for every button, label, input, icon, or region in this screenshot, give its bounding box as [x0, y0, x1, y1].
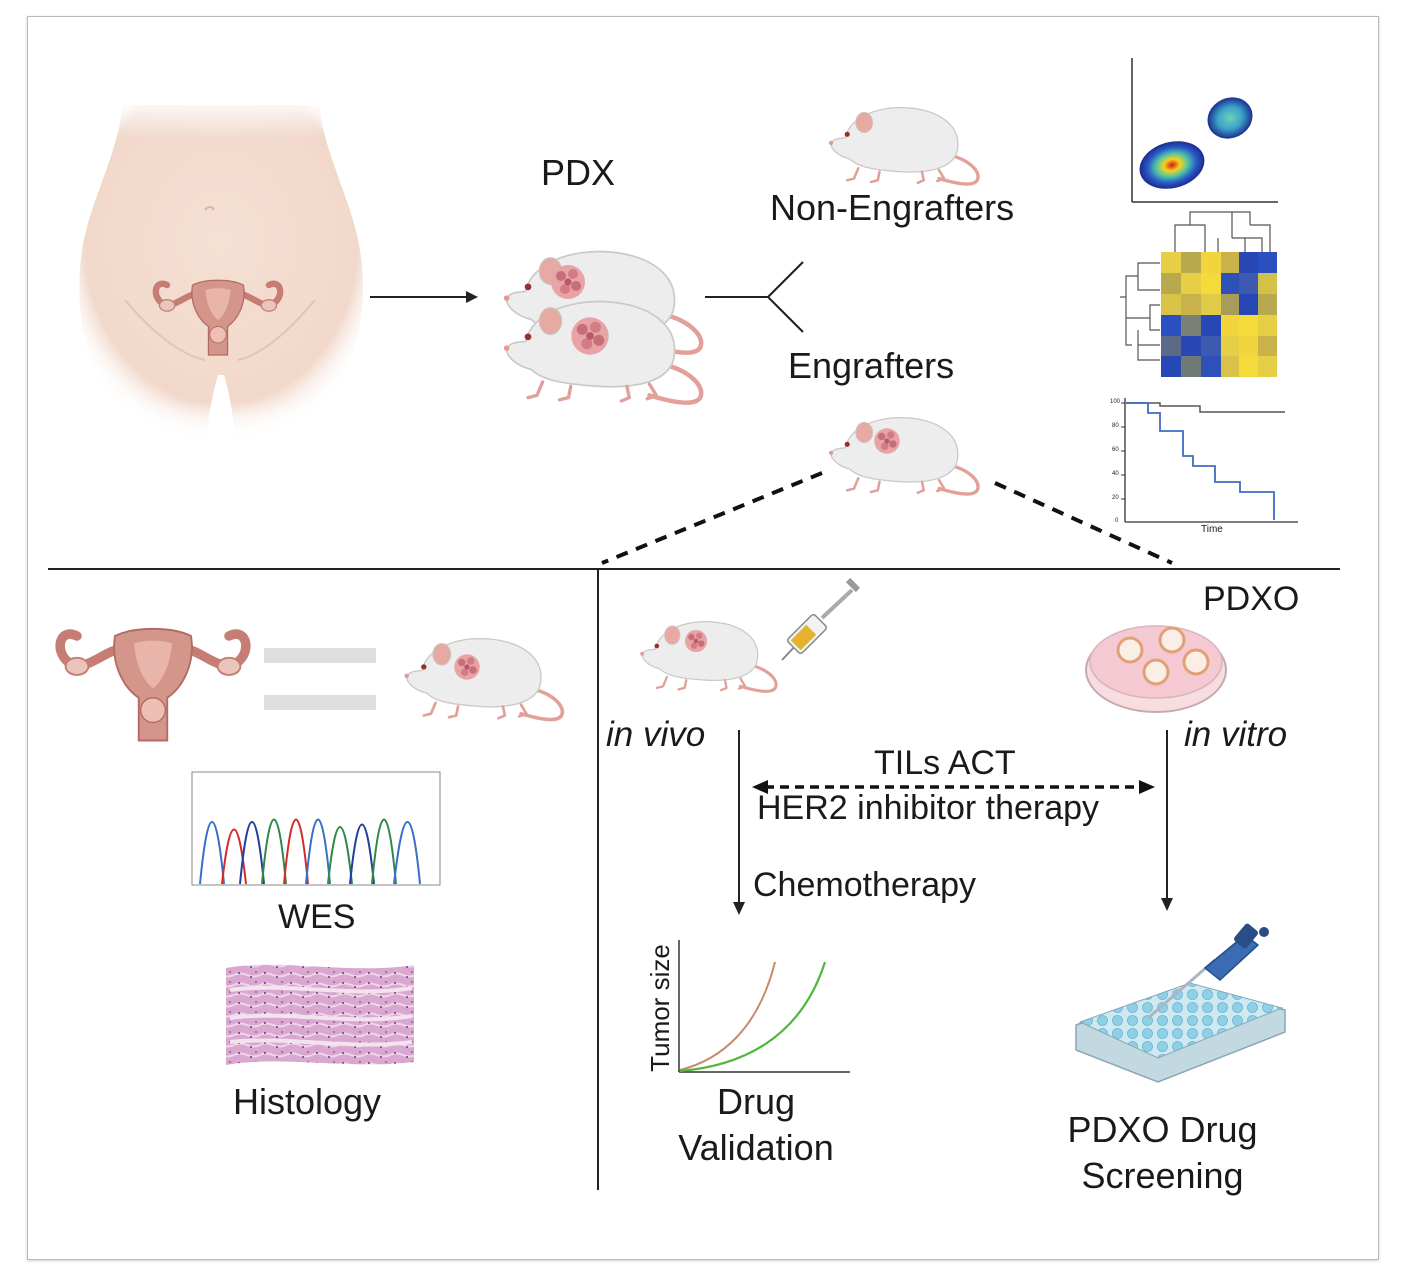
- therapy-double-arrow: [752, 780, 1155, 794]
- km-tick-20: 20: [1112, 495, 1119, 501]
- non-engrafters-label: Non-Engrafters: [770, 187, 1015, 228]
- pdxo-label: PDXO: [1203, 580, 1300, 618]
- survival-curve-icon: [1121, 398, 1298, 523]
- tumor-size-axis-label: Tumor size: [645, 944, 675, 1072]
- uterus-icon: [60, 629, 246, 741]
- equals-sign-icon: [264, 648, 376, 710]
- engrafter-dashed-lines: [601, 471, 1173, 565]
- engrafter-mouse-icon: [827, 415, 980, 496]
- pipette-plate-icon: [1075, 923, 1286, 1083]
- chemotherapy-label: Chemotherapy: [753, 866, 977, 904]
- sequencing-trace-icon: [191, 771, 441, 886]
- histology-tissue-icon: [226, 964, 414, 1065]
- heatmap-icon: [1120, 211, 1277, 377]
- drug-validation-line2: Validation: [678, 1127, 834, 1168]
- model-mouse-icon: [402, 636, 565, 722]
- patient-to-pdx-arrow: [370, 291, 478, 303]
- syringe-icon: [781, 577, 861, 661]
- in-vivo-label: in vivo: [606, 715, 706, 754]
- km-tick-100: 100: [1110, 399, 1121, 405]
- patient-torso-icon: [70, 95, 370, 455]
- pdx-label: PDX: [541, 152, 616, 193]
- wes-label: WES: [278, 898, 356, 936]
- in-vitro-down-arrow: [1161, 730, 1173, 911]
- tumor-growth-plot: [678, 940, 850, 1073]
- km-time-label: Time: [1201, 524, 1223, 535]
- in-vitro-label: in vitro: [1184, 715, 1288, 754]
- pdxo-screening-line1: PDXO Drug: [1067, 1109, 1258, 1150]
- petri-dish-icon: [1085, 625, 1227, 713]
- engrafters-label: Engrafters: [788, 345, 955, 386]
- km-tick-80: 80: [1112, 423, 1119, 429]
- non-engrafter-mouse-icon: [827, 105, 980, 186]
- branch-split-line: [705, 261, 804, 333]
- scatter-density-icon: [1131, 58, 1278, 203]
- her2-therapy-label: HER2 inhibitor therapy: [757, 789, 1100, 827]
- tils-act-label: TILs ACT: [874, 744, 1016, 782]
- drug-validation-line1: Drug: [716, 1081, 796, 1122]
- km-tick-40: 40: [1112, 471, 1119, 477]
- km-tick-0: 0: [1115, 518, 1119, 524]
- in-vivo-down-arrow: [733, 730, 745, 915]
- km-tick-60: 60: [1112, 447, 1119, 453]
- histology-label: Histology: [233, 1081, 382, 1122]
- pdx-mice-icon: [504, 252, 701, 403]
- pdxo-screening-line2: Screening: [1081, 1155, 1244, 1196]
- injected-mouse-icon: [638, 620, 778, 693]
